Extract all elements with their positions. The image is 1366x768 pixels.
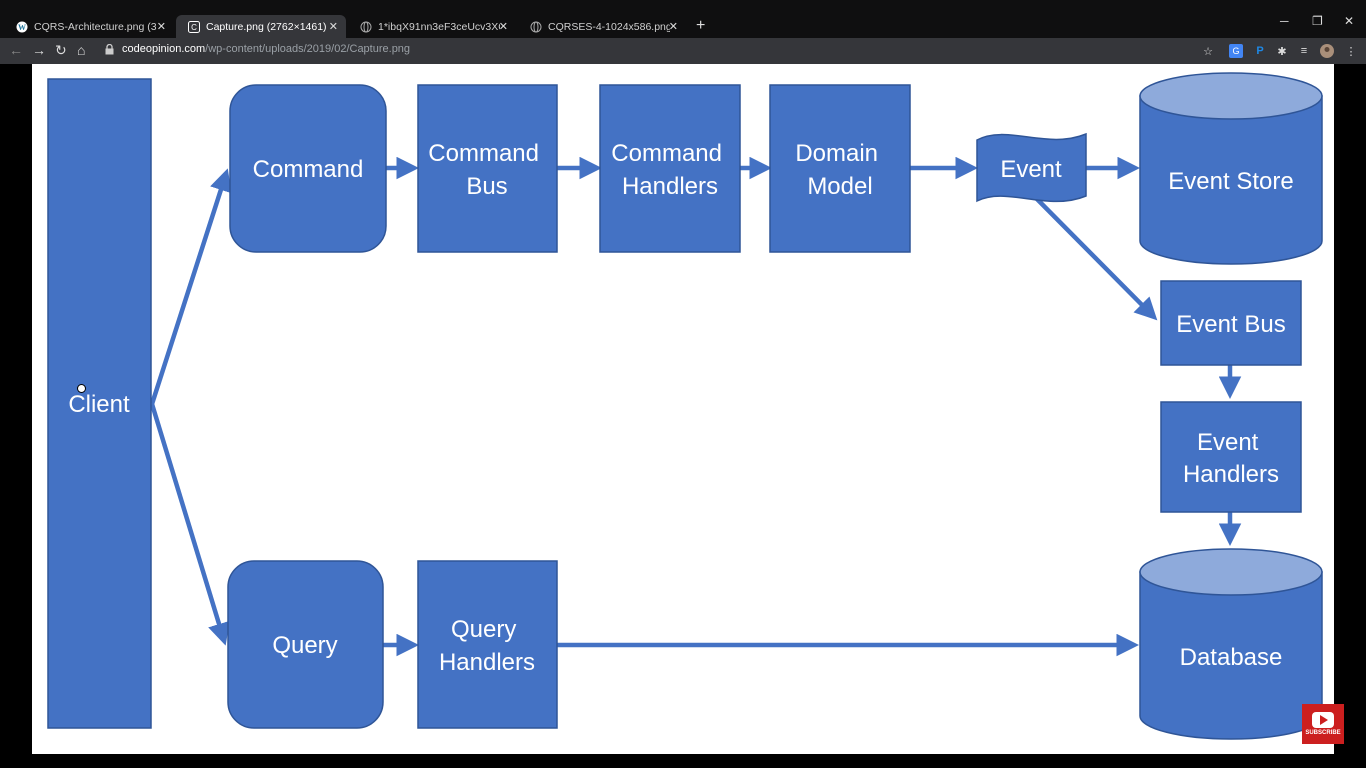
avatar[interactable]: [1320, 44, 1334, 58]
tab-title: 1*ibqX91nn3eF3ceUcv3XQWg.pr: [378, 20, 500, 33]
translate-icon[interactable]: G: [1229, 44, 1243, 58]
svg-text:C: C: [191, 23, 197, 32]
arrow-event-eventbus: [1030, 192, 1158, 321]
reading-list-icon[interactable]: ≡: [1300, 45, 1308, 57]
home-icon[interactable]: ⌂: [77, 42, 86, 58]
query-handlers-box: Query Handlers: [417, 560, 558, 729]
minimize-icon[interactable]: ─: [1280, 14, 1289, 28]
lock-icon: [105, 43, 114, 55]
reload-icon[interactable]: ↻: [55, 42, 67, 58]
youtube-play-icon: [1312, 712, 1334, 728]
command-box: Command: [229, 84, 387, 253]
codeopinion-icon: C: [188, 20, 200, 33]
address-bar[interactable]: codeopinion.com/wp-content/uploads/2019/…: [105, 43, 410, 55]
domain-model-label-line2: Model: [807, 173, 872, 200]
cqrs-diagram: Client Command Command Bus Command Handl…: [47, 72, 1323, 740]
subscribe-button[interactable]: SUBSCRIBE: [1302, 704, 1344, 744]
event-handlers-box: Event Handlers: [1160, 401, 1302, 513]
url-path: /wp-content/uploads/2019/02/Capture.png: [205, 43, 411, 55]
bookmark-star-icon[interactable]: ☆: [1203, 45, 1213, 58]
globe-icon: [360, 21, 372, 33]
command-label: Command: [253, 156, 364, 183]
right-margin: [1334, 64, 1366, 754]
close-icon[interactable]: ✕: [668, 21, 678, 33]
query-handlers-label-line2: Handlers: [439, 649, 535, 676]
tab-cqrs-architecture[interactable]: W CQRS-Architecture.png (371×30 ✕: [4, 15, 174, 38]
command-bus-label-line1: Command: [428, 140, 539, 167]
command-handlers-box: Command Handlers: [599, 84, 741, 253]
domain-model-box: Domain Model: [769, 84, 911, 253]
tab-title: CQRSES-4-1024x586.png (1024×: [548, 20, 670, 33]
close-icon[interactable]: ✕: [328, 21, 338, 33]
event-handlers-label-line1: Event: [1197, 429, 1259, 456]
event-label: Event: [1000, 156, 1062, 183]
event-bus-label: Event Bus: [1176, 311, 1285, 338]
database-cylinder: Database: [1139, 548, 1323, 740]
svg-text:Query Handlers: Query Handlers: [439, 616, 535, 676]
event-handlers-label-line2: Handlers: [1183, 461, 1279, 488]
close-window-icon[interactable]: ✕: [1344, 14, 1355, 28]
domain-model-label-line1: Domain: [795, 140, 878, 167]
event-shape: Event: [976, 132, 1087, 203]
extensions-puzzle-icon[interactable]: ✱: [1277, 45, 1287, 58]
tab-cqrses[interactable]: CQRSES-4-1024x586.png (1024× ✕: [518, 15, 686, 38]
new-tab-button[interactable]: +: [696, 17, 706, 34]
wordpress-icon: W: [16, 21, 28, 33]
client-label: Client: [68, 391, 130, 418]
subscribe-label: SUBSCRIBE: [1305, 730, 1341, 736]
svg-text:Command Handlers: Command Handlers: [611, 140, 728, 200]
close-icon[interactable]: ✕: [156, 21, 166, 33]
query-handlers-label-line1: Query: [451, 616, 516, 643]
event-store-cylinder: Event Store: [1139, 72, 1323, 265]
tab-capture[interactable]: C Capture.png (2762×1461) ✕: [176, 15, 346, 38]
command-bus-box: Command Bus: [417, 84, 558, 253]
svg-text:Event Handlers: Event Handlers: [1183, 429, 1279, 488]
zoom-cursor-icon: [77, 384, 86, 393]
image-viewport[interactable]: Client Command Command Bus Command Handl…: [32, 64, 1334, 754]
menu-kebab-icon[interactable]: ⋮: [1345, 45, 1357, 58]
svg-text:W: W: [18, 23, 26, 32]
command-bus-label-line2: Bus: [466, 173, 507, 200]
globe-icon: [530, 21, 542, 33]
tab-title: CQRS-Architecture.png (371×30: [34, 20, 156, 33]
tab-strip: W CQRS-Architecture.png (371×30 ✕ C Capt…: [0, 0, 1366, 38]
paypal-extension-icon[interactable]: P: [1256, 45, 1264, 57]
url-host: codeopinion.com: [122, 43, 206, 55]
bottom-margin: [0, 754, 1366, 768]
svg-text:Domain Model: Domain Model: [795, 140, 884, 200]
tab-medium-image[interactable]: 1*ibqX91nn3eF3ceUcv3XQWg.pr ✕: [348, 15, 516, 38]
database-label: Database: [1180, 644, 1283, 671]
forward-icon[interactable]: →: [32, 42, 46, 58]
event-bus-box: Event Bus: [1160, 280, 1302, 366]
query-box: Query: [227, 560, 384, 729]
client-box: Client: [47, 78, 152, 729]
command-handlers-label-line2: Handlers: [622, 173, 718, 200]
arrow-client-query: [149, 403, 230, 646]
event-store-label: Event Store: [1168, 168, 1293, 195]
restore-icon[interactable]: ❐: [1312, 14, 1323, 28]
svg-text:Command Bus: Command Bus: [428, 140, 545, 200]
tab-title: Capture.png (2762×1461): [206, 20, 327, 33]
close-icon[interactable]: ✕: [498, 21, 508, 33]
back-icon[interactable]: ←: [9, 42, 23, 58]
arrow-client-command: [149, 168, 232, 405]
query-label: Query: [272, 632, 337, 659]
browser-toolbar: ← → ↻ ⌂ codeopinion.com/wp-content/uploa…: [0, 38, 1366, 64]
command-handlers-label-line1: Command: [611, 140, 722, 167]
